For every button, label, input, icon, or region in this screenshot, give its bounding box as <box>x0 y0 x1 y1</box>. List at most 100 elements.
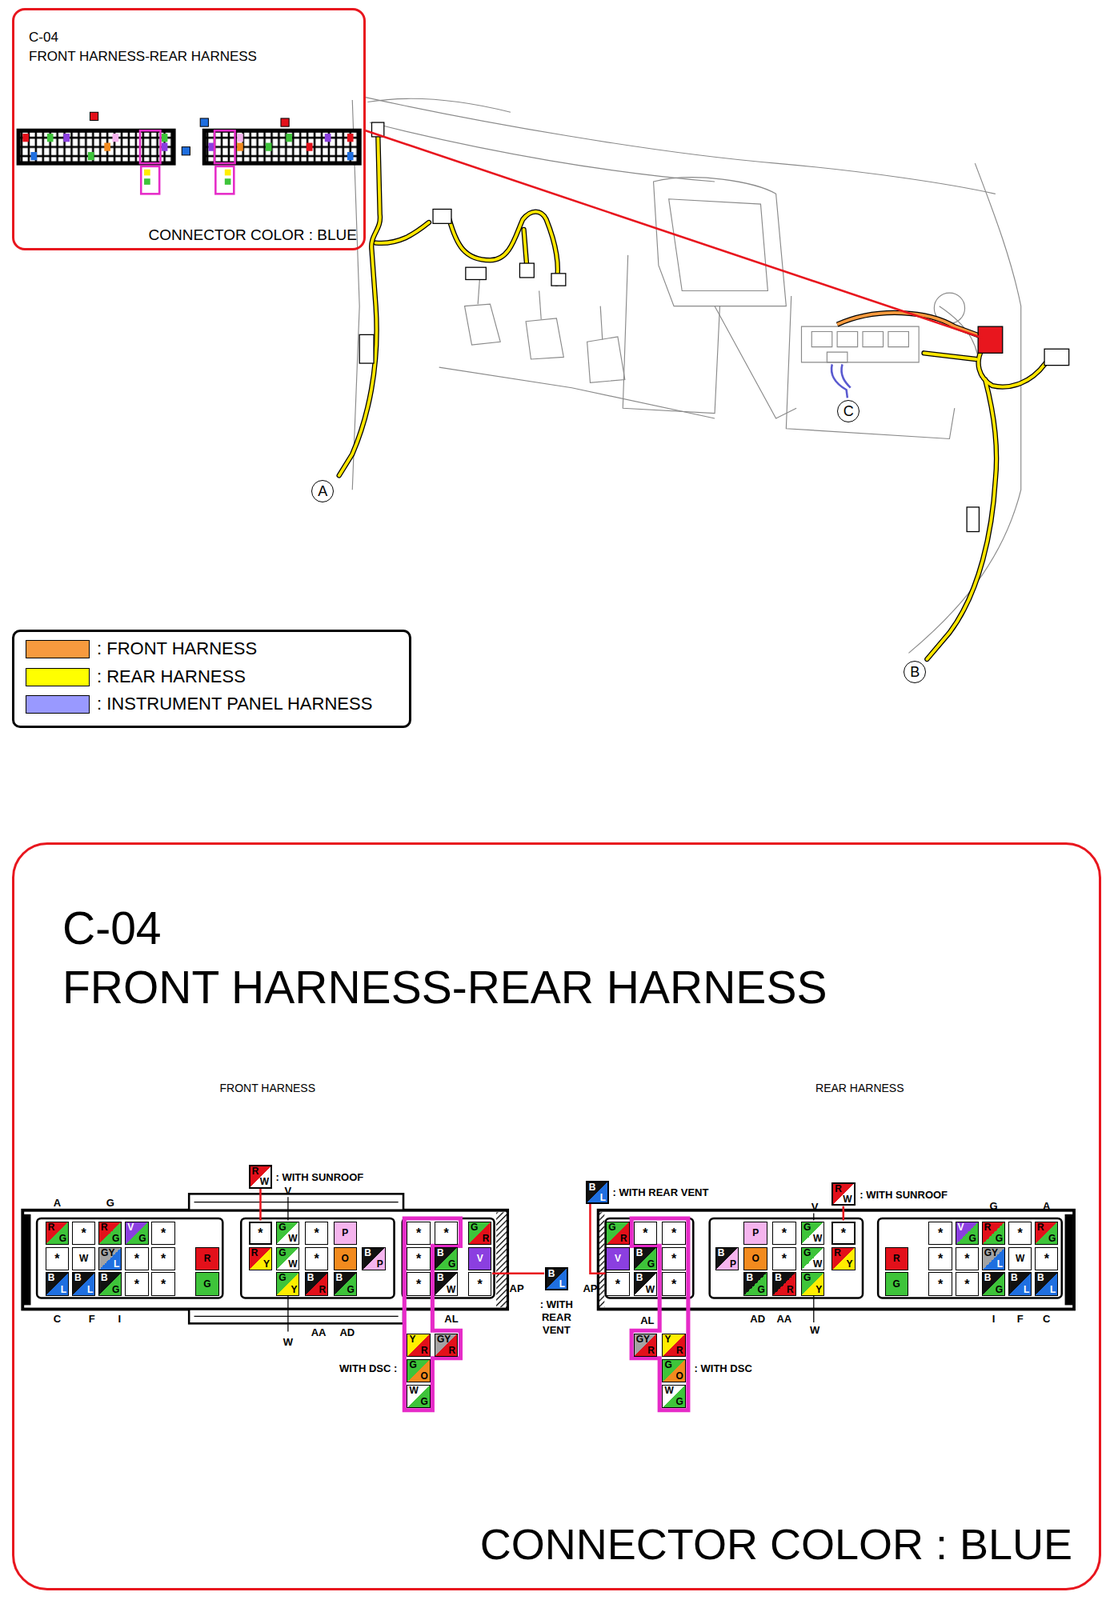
vehicle-outline <box>653 177 787 307</box>
label-wrap: F <box>1017 1313 1024 1326</box>
wire-stripe-code: L <box>87 1285 93 1296</box>
harness-connector <box>519 263 534 278</box>
unused-pin-mark: * <box>313 1228 319 1239</box>
pin-cell: WG <box>406 1385 430 1409</box>
wire-color-code: B <box>984 1273 992 1284</box>
pin-cell: BL <box>544 1267 569 1291</box>
instrument-panel-harness-wire <box>841 364 850 388</box>
label-wrap: G <box>106 1197 115 1210</box>
wire-color-code: B <box>48 1273 56 1284</box>
unused-pin-mark: * <box>54 1254 60 1265</box>
wire-stripe-code: R <box>319 1285 327 1296</box>
option-note: : WITH REAR VENT <box>540 1298 574 1337</box>
wire-stripe-code: W <box>645 1285 655 1296</box>
pin-position-letter: C <box>1042 1313 1050 1326</box>
wire-color-code: B <box>636 1273 644 1284</box>
pin-cell: BR <box>772 1272 796 1296</box>
label-wrap: V <box>811 1201 819 1214</box>
pin-cell: GW <box>801 1247 825 1271</box>
pin-cell: RG <box>98 1222 122 1246</box>
rear-harness-wire <box>339 130 1046 660</box>
pin-position-letter: V <box>284 1184 292 1197</box>
pin-position-letter: F <box>88 1313 96 1326</box>
vehicle-outline <box>352 96 1021 654</box>
wire-color-code: G <box>278 1273 286 1284</box>
pin-cell: YR <box>406 1334 430 1358</box>
unused-pin-mark: * <box>134 1279 140 1291</box>
pin-cell: * <box>124 1247 149 1271</box>
wire-stripe-code: G <box>647 1259 655 1271</box>
harness-connector <box>465 267 487 280</box>
pin-cell: * <box>772 1222 796 1246</box>
wire-color-code: P <box>752 1228 759 1239</box>
unused-pin-mark: * <box>937 1279 943 1291</box>
pin-cell: G <box>195 1272 219 1296</box>
wire-color-code: G <box>803 1222 811 1234</box>
legend-swatch <box>25 695 90 714</box>
wire-color-code: B <box>74 1273 82 1284</box>
wire-color-code: B <box>745 1273 754 1284</box>
pin-cell: BW <box>633 1272 658 1296</box>
pin-cell: GYL <box>98 1247 122 1271</box>
title-text-wrap: FRONT HARNESS-REAR HARNESS <box>28 48 257 65</box>
legend-swatch <box>25 640 90 659</box>
front-connector-housing <box>240 1218 394 1299</box>
diagram-frame: C-04FRONT HARNESS-REAR HARNESSCONNECTOR … <box>12 842 1102 1591</box>
wire-color-code: B <box>307 1273 315 1284</box>
wire-color-code: W <box>664 1386 674 1397</box>
front-connector-housing <box>194 1202 399 1203</box>
pin-position-letter: I <box>117 1313 121 1326</box>
pin-cell: P <box>743 1222 767 1246</box>
connector-code: C-04 <box>28 29 59 45</box>
pin-cell: * <box>955 1272 979 1296</box>
pin-cell: * <box>1034 1247 1058 1271</box>
wire-stripe-code: L <box>600 1193 606 1204</box>
pin-cell: * <box>661 1222 686 1246</box>
pin-cell: BL <box>72 1272 96 1296</box>
wire-color-code: GY <box>984 1248 998 1259</box>
wire-stripe-code: Y <box>815 1285 822 1296</box>
pin-position-letter: AD <box>339 1326 355 1339</box>
connector-color-note: CONNECTOR COLOR : BLUE <box>480 1520 1073 1569</box>
label-wrap: AP <box>582 1282 598 1295</box>
pin-cell: * <box>248 1222 273 1246</box>
pin-cell: YR <box>661 1334 686 1358</box>
wire-stripe-code: W <box>260 1177 269 1188</box>
pin-position-letter: A <box>1042 1199 1050 1212</box>
wire-color-code: R <box>100 1222 109 1234</box>
pin-cell: BL <box>1034 1272 1058 1296</box>
wire-color-code: R <box>48 1222 56 1234</box>
pin-cell: GY <box>276 1272 300 1296</box>
wire-color-code: Y <box>664 1334 671 1346</box>
pin-position-letter: A <box>53 1197 61 1210</box>
unused-pin-mark: * <box>841 1228 846 1239</box>
wire-stripe-code: G <box>347 1285 355 1296</box>
label-wrap: WITH DSC : <box>339 1362 397 1375</box>
legend-text: : REAR HARNESS <box>96 666 246 687</box>
vehicle-outline <box>908 163 1021 654</box>
pin-cell: * <box>151 1222 175 1246</box>
title-text-wrap: C-04 <box>62 902 162 956</box>
wire-stripe-code: L <box>113 1259 120 1271</box>
pin-position-letter: C <box>53 1313 61 1326</box>
pin-cell: * <box>151 1247 175 1271</box>
label-wrap: A <box>53 1197 61 1210</box>
inset-connector-thumbnail <box>324 133 332 142</box>
wire-color-code: V <box>957 1222 965 1234</box>
option-leader <box>842 1206 846 1222</box>
wire-color-code: V <box>614 1254 622 1265</box>
pin-cell: BP <box>361 1247 385 1271</box>
rear-connector-housing <box>709 1218 863 1299</box>
inset-connector-thumbnail <box>22 133 29 142</box>
pin-position-letter: G <box>989 1199 998 1212</box>
inset-connector-thumbnail <box>16 112 362 194</box>
unused-pin-mark: * <box>80 1228 86 1239</box>
label-wrap: AL <box>640 1314 654 1327</box>
harness-connector <box>359 122 1069 532</box>
label-wrap: AL <box>444 1313 458 1326</box>
pin-cell: BG <box>633 1247 658 1271</box>
inset-connector-thumbnail <box>347 152 354 161</box>
pin-position-letter: W <box>809 1324 820 1337</box>
pin-cell: * <box>605 1272 630 1296</box>
